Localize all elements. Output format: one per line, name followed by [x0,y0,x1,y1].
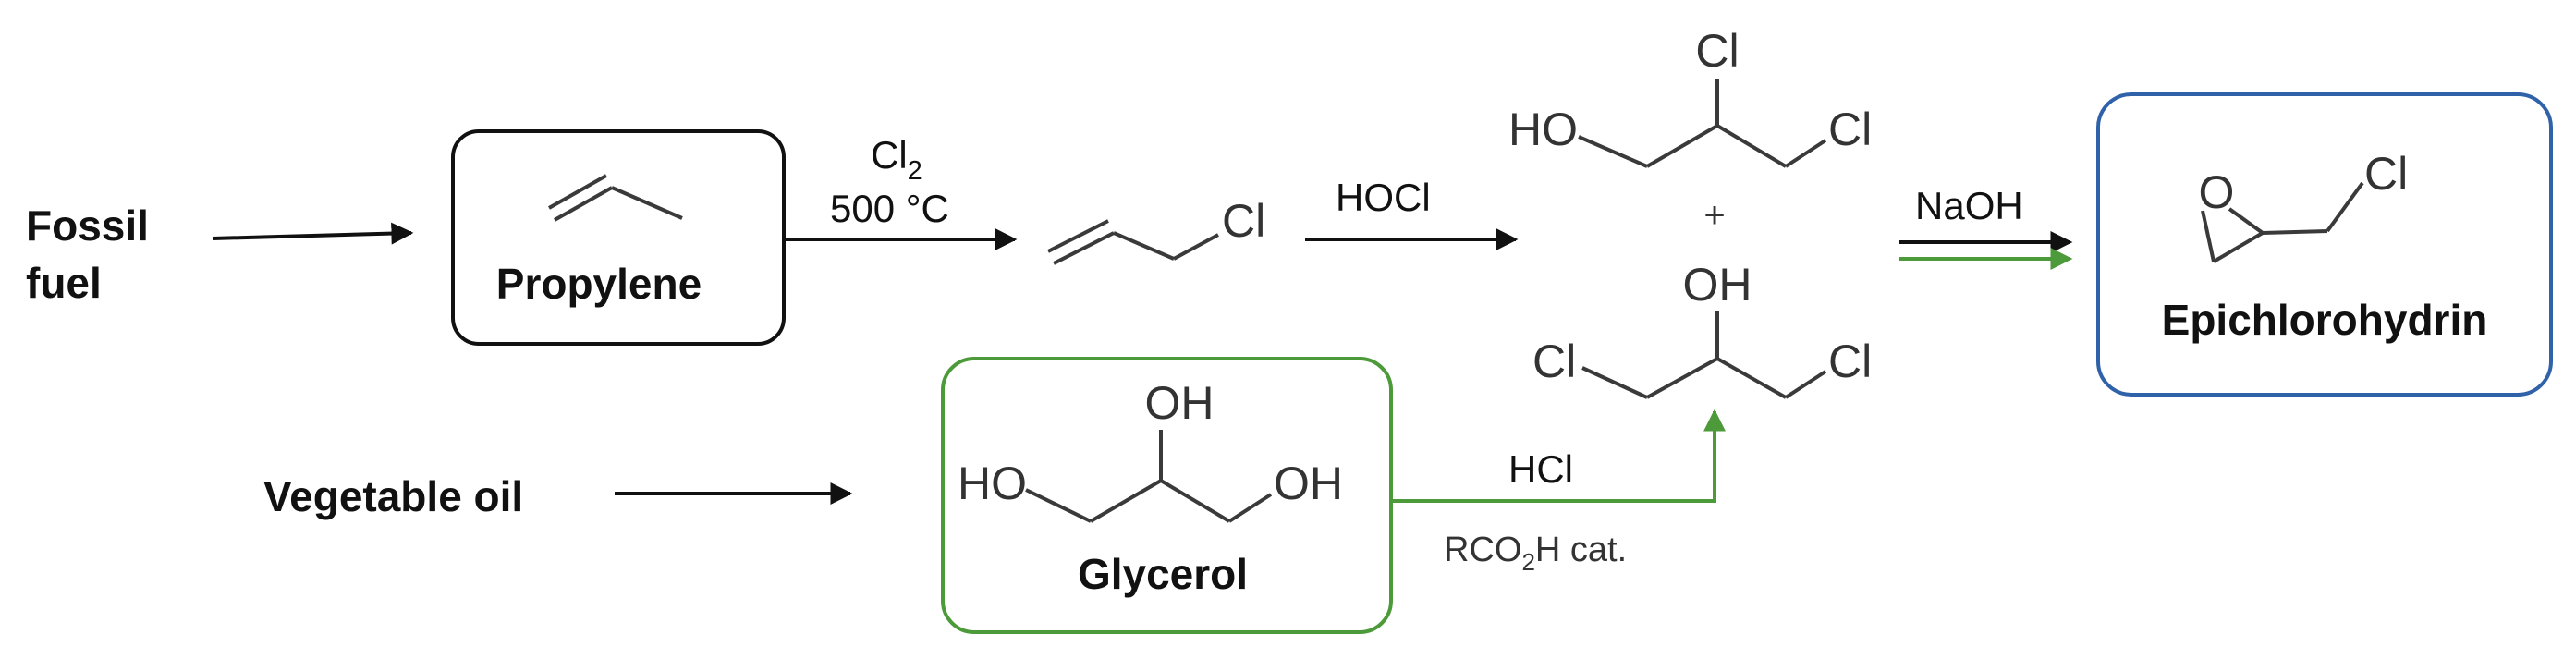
epichlorohydrin-structure [2201,181,2364,263]
hydrochlorination-arrow [1391,409,1726,503]
propylene-structure [548,174,683,222]
dichloropropanol-structure [1578,79,1827,168]
vegetable-oil-label: Vegetable oil [263,472,523,520]
hcl-reagent: HCl [1508,447,1573,491]
dichloro-2-propanol-oh-atom: OH [1683,259,1752,311]
catalyst-label: RCO2H cat. [1444,531,1627,576]
glycerol-structure [1025,430,1273,523]
hocl-reagent: HOCl [1336,176,1431,219]
glycerol-oh-atom-top: OH [1145,377,1215,429]
propylene-label: Propylene [496,260,702,308]
temperature-condition: 500 °C [830,187,949,230]
allyl-chloride-cl-atom: Cl [1222,195,1265,247]
epichlorohydrin-cl-atom: Cl [2364,148,2408,200]
allyl-chloride-structure [1047,219,1219,265]
dichloropropanol-cl-atom-right: Cl [1828,104,1872,155]
dichloro-2-propanol-cl-atom-right: Cl [1828,336,1872,387]
glycerol-label: Glycerol [1078,550,1248,598]
epoxide-o-atom: O [2199,166,2235,218]
propylene-box [451,129,786,346]
epichlorohydrin-label: Epichlorohydrin [2162,296,2488,344]
dichloro-2-propanol-cl-atom-left: Cl [1532,336,1576,387]
dichloropropanol-ho-atom: HO [1508,104,1578,155]
naoh-reagent: NaOH [1915,184,2023,227]
dichloropropanol-cl-atom-top: Cl [1695,25,1739,77]
fossil-fuel-label-line2: fuel [26,259,102,307]
glycerol-ho-atom: HO [958,458,1027,509]
dichloro-2-propanol-structure [1581,311,1827,399]
glycerol-box [941,357,1393,634]
fossil-to-propylene-arrow [212,222,414,245]
fossil-fuel-label-line1: Fossil [26,201,149,250]
plus-sign: + [1703,195,1725,236]
epichlorohydrin-box [2096,92,2553,397]
glycerol-oh-atom-right: OH [1274,458,1343,509]
cl2-reagent: Cl2 [871,133,922,186]
